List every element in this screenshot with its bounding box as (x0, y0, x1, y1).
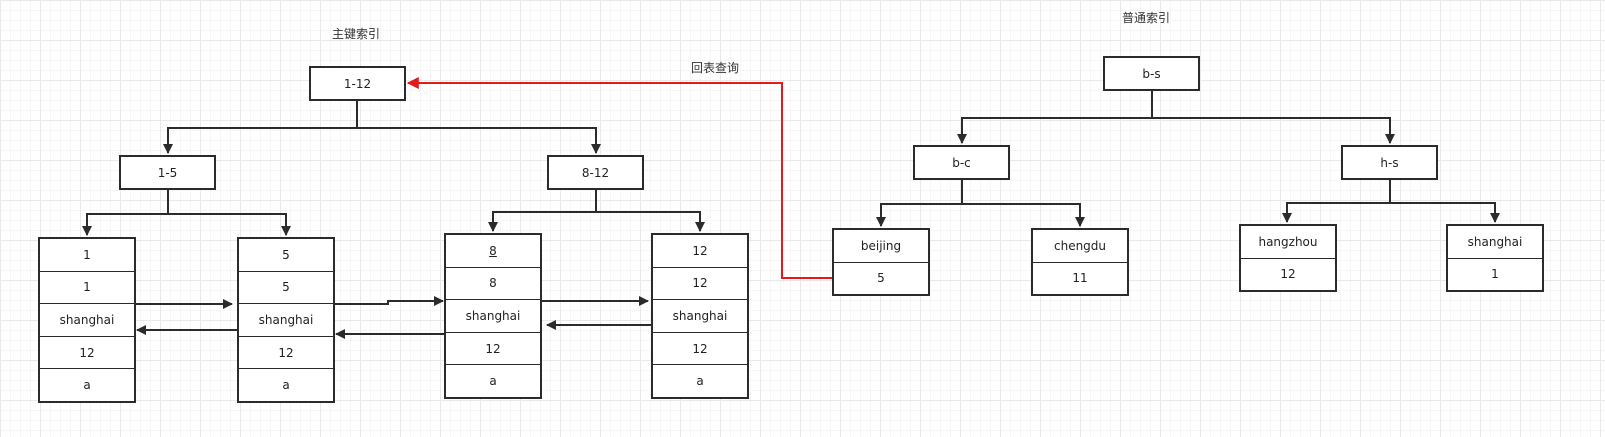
record-cell: 1 (40, 239, 134, 272)
sk-leaf-record: hangzhou 12 (1239, 224, 1337, 292)
edge-pk-root-left (163, 101, 358, 154)
record-cell: 12 (653, 333, 747, 366)
primary-index-title: 主键索引 (332, 27, 381, 41)
record-cell: a (489, 374, 497, 389)
pk-right-node: 8-12 (547, 155, 644, 190)
pk-leaf-record: 5 5 shanghai 12 a (237, 237, 335, 403)
edge-sk-root-left (957, 90, 1153, 144)
record-cell: shanghai (40, 304, 134, 337)
record-cell: 1 (1491, 267, 1499, 282)
record-cell: 12 (653, 235, 747, 268)
record-cell: 5 (877, 271, 885, 286)
pk-leaf-record: 12 12 shanghai 12 a (651, 233, 749, 399)
record-cell: 5 (239, 272, 333, 305)
pk-root-node: 1-12 (309, 66, 406, 101)
pk-left-node: 1-5 (119, 155, 216, 190)
lookup-label: 回表查询 (691, 61, 740, 75)
sk-right-node: h-s (1341, 145, 1438, 180)
sk-leaf-record: shanghai 1 (1446, 224, 1544, 292)
edge-sk-right-leaf4 (1390, 202, 1500, 223)
record-cell: 12 (239, 337, 333, 370)
record-cell: 12 (653, 268, 747, 301)
record-cell: 8 (446, 235, 540, 268)
record-cell: shanghai (446, 300, 540, 333)
sk-leaf-record: beijing 5 (832, 228, 930, 296)
record-cell: beijing (834, 230, 928, 263)
sk-root-node: b-s (1103, 56, 1200, 91)
edge-pk-right-leaf3 (488, 190, 597, 232)
record-cell: 12 (446, 333, 540, 366)
record-cell: 11 (1072, 271, 1088, 286)
record-cell: 8 (446, 268, 540, 301)
record-cell: a (83, 378, 91, 393)
edge-sk-left-leaf1 (876, 180, 963, 227)
record-cell: hangzhou (1241, 226, 1335, 259)
sk-leaf-record: chengdu 11 (1031, 228, 1129, 296)
edge-pk-root-right (357, 127, 601, 154)
record-cell: 12 (40, 337, 134, 370)
edge-sk-left-leaf2 (962, 203, 1085, 227)
pk-leaf-record: 8 8 shanghai 12 a (444, 233, 542, 399)
pk-leaf-record: 1 1 shanghai 12 a (38, 237, 136, 403)
edge-sk-right-leaf3 (1282, 180, 1391, 223)
record-cell: 12 (1280, 267, 1296, 282)
record-cell: shanghai (239, 304, 333, 337)
edge-pk-left-leaf2 (168, 213, 291, 236)
record-cell: 5 (239, 239, 333, 272)
sk-left-node: b-c (913, 145, 1010, 180)
lookup-arrow (406, 77, 833, 279)
record-cell: a (282, 378, 290, 393)
record-cell: a (696, 374, 704, 389)
link-leaf2-to-leaf3 (335, 296, 444, 306)
edge-pk-right-leaf4 (596, 211, 705, 232)
edge-sk-root-right (1152, 117, 1395, 144)
edge-pk-left-leaf1 (82, 190, 169, 236)
secondary-index-title: 普通索引 (1122, 11, 1171, 25)
record-cell: chengdu (1033, 230, 1127, 263)
record-cell: shanghai (1448, 226, 1542, 259)
record-cell: 1 (40, 272, 134, 305)
record-cell: shanghai (653, 300, 747, 333)
